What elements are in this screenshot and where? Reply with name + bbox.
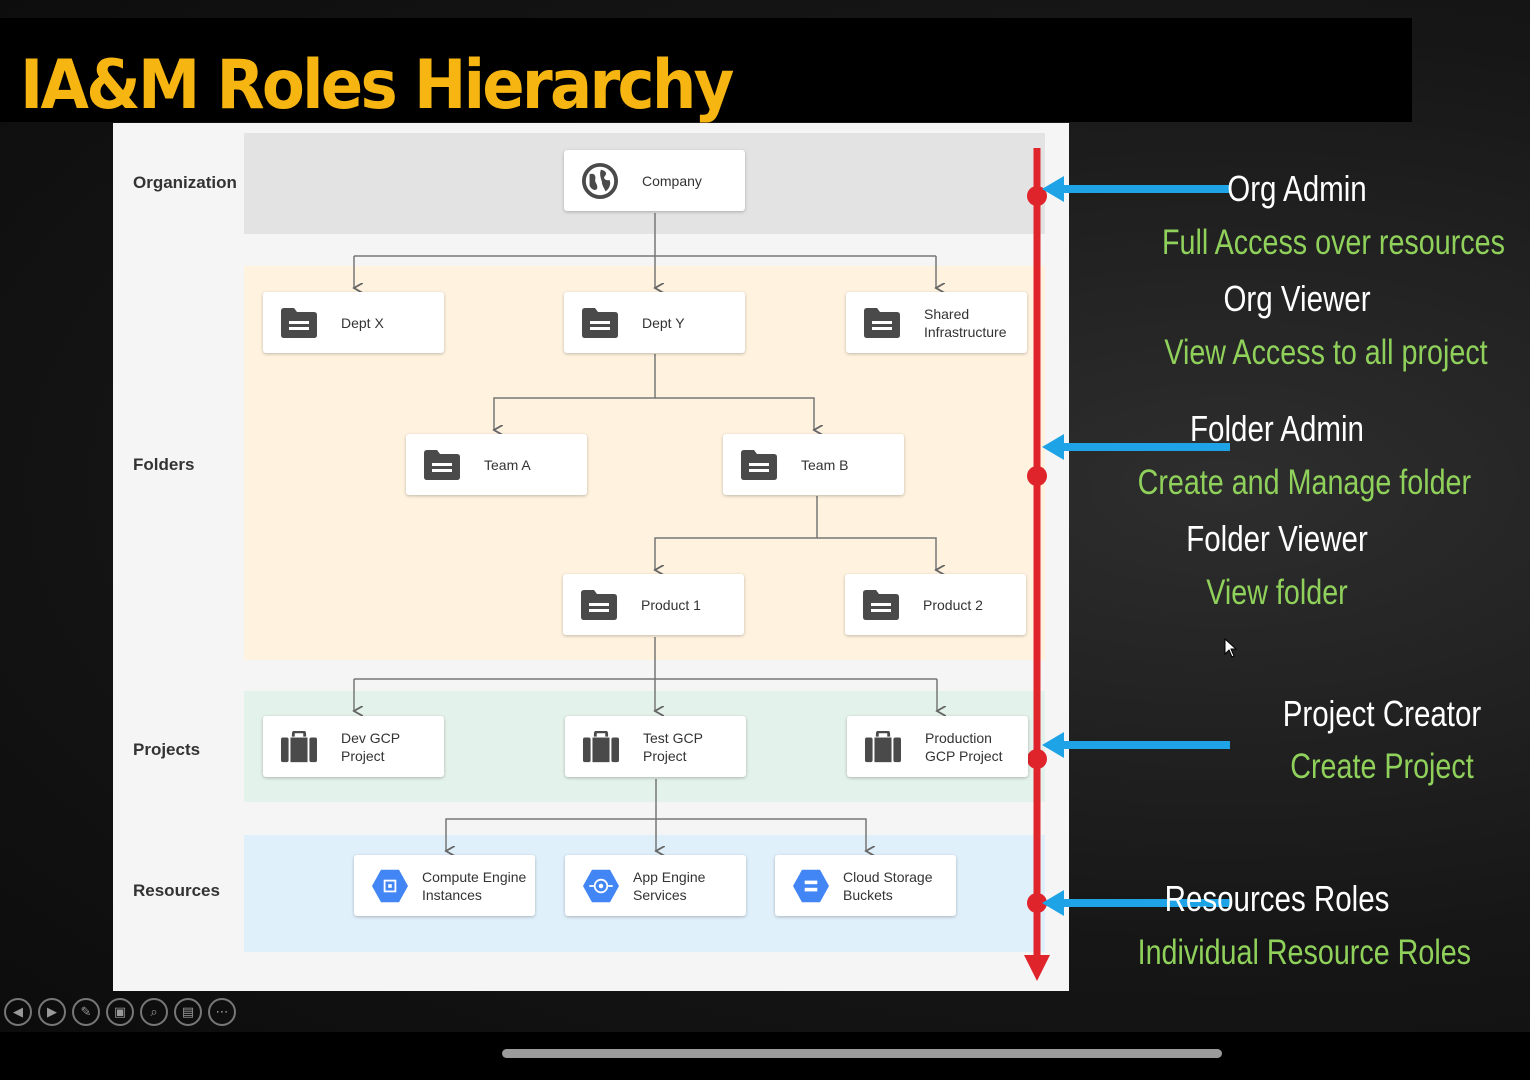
org-marker-dot <box>1027 186 1047 206</box>
resource-role-arrow-shaft <box>1060 899 1230 907</box>
node-label: Compute Engine Instances <box>422 868 527 903</box>
slide-title: IA&M Roles Hierarchy <box>20 46 734 125</box>
briefcase-icon <box>281 729 317 765</box>
node-label: Team A <box>484 456 531 473</box>
globe-icon <box>582 162 618 199</box>
node-label: Product 1 <box>641 596 701 613</box>
presentation-toolbar: ◀ ▶ ✎ ▣ ⌕ ▤ ⋯ <box>4 998 236 1030</box>
title-bar: IA&M Roles Hierarchy <box>0 18 1412 125</box>
node-product-1: Product 1 <box>563 574 744 635</box>
tier-label-resources: Resources <box>133 881 220 900</box>
node-label: Product 2 <box>923 596 983 613</box>
tier-label-projects: Projects <box>133 740 201 759</box>
node-dept-x: Dept X <box>263 292 444 353</box>
storage-hexagon-icon <box>793 868 829 904</box>
node-label: App Engine Services <box>633 868 706 903</box>
briefcase-icon <box>583 729 619 765</box>
role-resources-roles: Resources Roles <box>1164 878 1390 919</box>
node-label: Shared Infrastructure <box>924 305 1007 340</box>
node-app-engine: App Engine Services <box>565 855 746 916</box>
resources-marker-dot <box>1027 893 1047 913</box>
node-label: Production GCP Project <box>925 729 1003 764</box>
roles-panel: Org Admin Full Access over resources Org… <box>1069 123 1530 993</box>
role-org-admin: Org Admin <box>1227 168 1367 209</box>
node-label: Team B <box>801 456 849 473</box>
hierarchy-diagram: Organization Folders Projects Resources … <box>113 123 1069 991</box>
folder-role-arrowhead <box>1042 434 1064 460</box>
role-folder-admin: Folder Admin <box>1190 408 1364 449</box>
node-label: Test GCP Project <box>643 729 703 764</box>
node-test-project: Test GCP Project <box>565 716 746 777</box>
slides-overview-icon[interactable]: ▣ <box>106 998 134 1026</box>
node-production-project: Production GCP Project <box>847 716 1028 777</box>
subtitles-icon[interactable]: ▤ <box>174 998 202 1026</box>
node-dev-project: Dev GCP Project <box>263 716 444 777</box>
node-product-2: Product 2 <box>845 574 1026 635</box>
role-org-admin-desc: Full Access over resources <box>1162 223 1505 262</box>
node-company: Company <box>564 150 745 211</box>
tier-label-folders: Folders <box>133 455 195 474</box>
folder-marker-dot <box>1027 466 1047 486</box>
org-role-arrow-shaft <box>1060 185 1230 193</box>
node-dept-y: Dept Y <box>564 292 745 353</box>
horizontal-scrollbar[interactable] <box>502 1049 1222 1058</box>
node-label: Dept X <box>341 314 384 331</box>
mouse-pointer-icon <box>1224 638 1238 658</box>
role-arrows <box>1042 176 1230 916</box>
project-marker-dot <box>1027 749 1047 769</box>
role-org-viewer: Org Viewer <box>1223 278 1371 319</box>
folder-icon <box>863 587 899 623</box>
node-shared-infrastructure: Shared Infrastructure <box>846 292 1027 353</box>
more-options-icon[interactable]: ⋯ <box>208 998 236 1026</box>
folder-icon <box>864 305 900 341</box>
node-team-a: Team A <box>406 434 587 495</box>
zoom-icon[interactable]: ⌕ <box>140 998 168 1026</box>
node-label: Dept Y <box>642 314 685 331</box>
chip-hexagon-icon <box>372 868 408 904</box>
app-engine-hexagon-icon <box>583 868 619 904</box>
node-compute-engine: Compute Engine Instances <box>354 855 535 916</box>
node-label: Dev GCP Project <box>341 729 401 764</box>
pen-icon[interactable]: ✎ <box>72 998 100 1026</box>
role-resources-roles-desc: Individual Resource Roles <box>1137 933 1472 972</box>
folder-icon <box>741 447 777 483</box>
folder-icon <box>424 447 460 483</box>
resource-role-arrowhead <box>1042 890 1064 916</box>
node-label: Cloud Storage Buckets <box>843 868 933 903</box>
project-role-arrow-shaft <box>1060 741 1230 749</box>
role-folder-viewer: Folder Viewer <box>1186 518 1368 559</box>
role-project-creator-desc: Create Project <box>1290 747 1474 786</box>
privilege-axis-arrowhead <box>1024 955 1050 981</box>
role-project-creator: Project Creator <box>1282 693 1482 734</box>
role-folder-viewer-desc: View folder <box>1206 573 1348 612</box>
tier-label-organization: Organization <box>133 173 237 192</box>
briefcase-icon <box>865 729 901 765</box>
connector-lines <box>113 148 1050 981</box>
previous-slide-icon[interactable]: ◀ <box>4 998 32 1026</box>
folder-icon <box>581 587 617 623</box>
node-label: Company <box>642 172 702 189</box>
node-team-b: Team B <box>723 434 904 495</box>
folder-icon <box>281 305 317 341</box>
role-org-viewer-desc: View Access to all project <box>1164 333 1488 372</box>
next-slide-icon[interactable]: ▶ <box>38 998 66 1026</box>
org-role-arrowhead <box>1042 176 1064 202</box>
role-folder-admin-desc: Create and Manage folder <box>1137 463 1472 502</box>
node-cloud-storage: Cloud Storage Buckets <box>775 855 956 916</box>
project-role-arrowhead <box>1042 732 1064 758</box>
folder-icon <box>582 305 618 341</box>
folder-role-arrow-shaft <box>1060 443 1230 451</box>
